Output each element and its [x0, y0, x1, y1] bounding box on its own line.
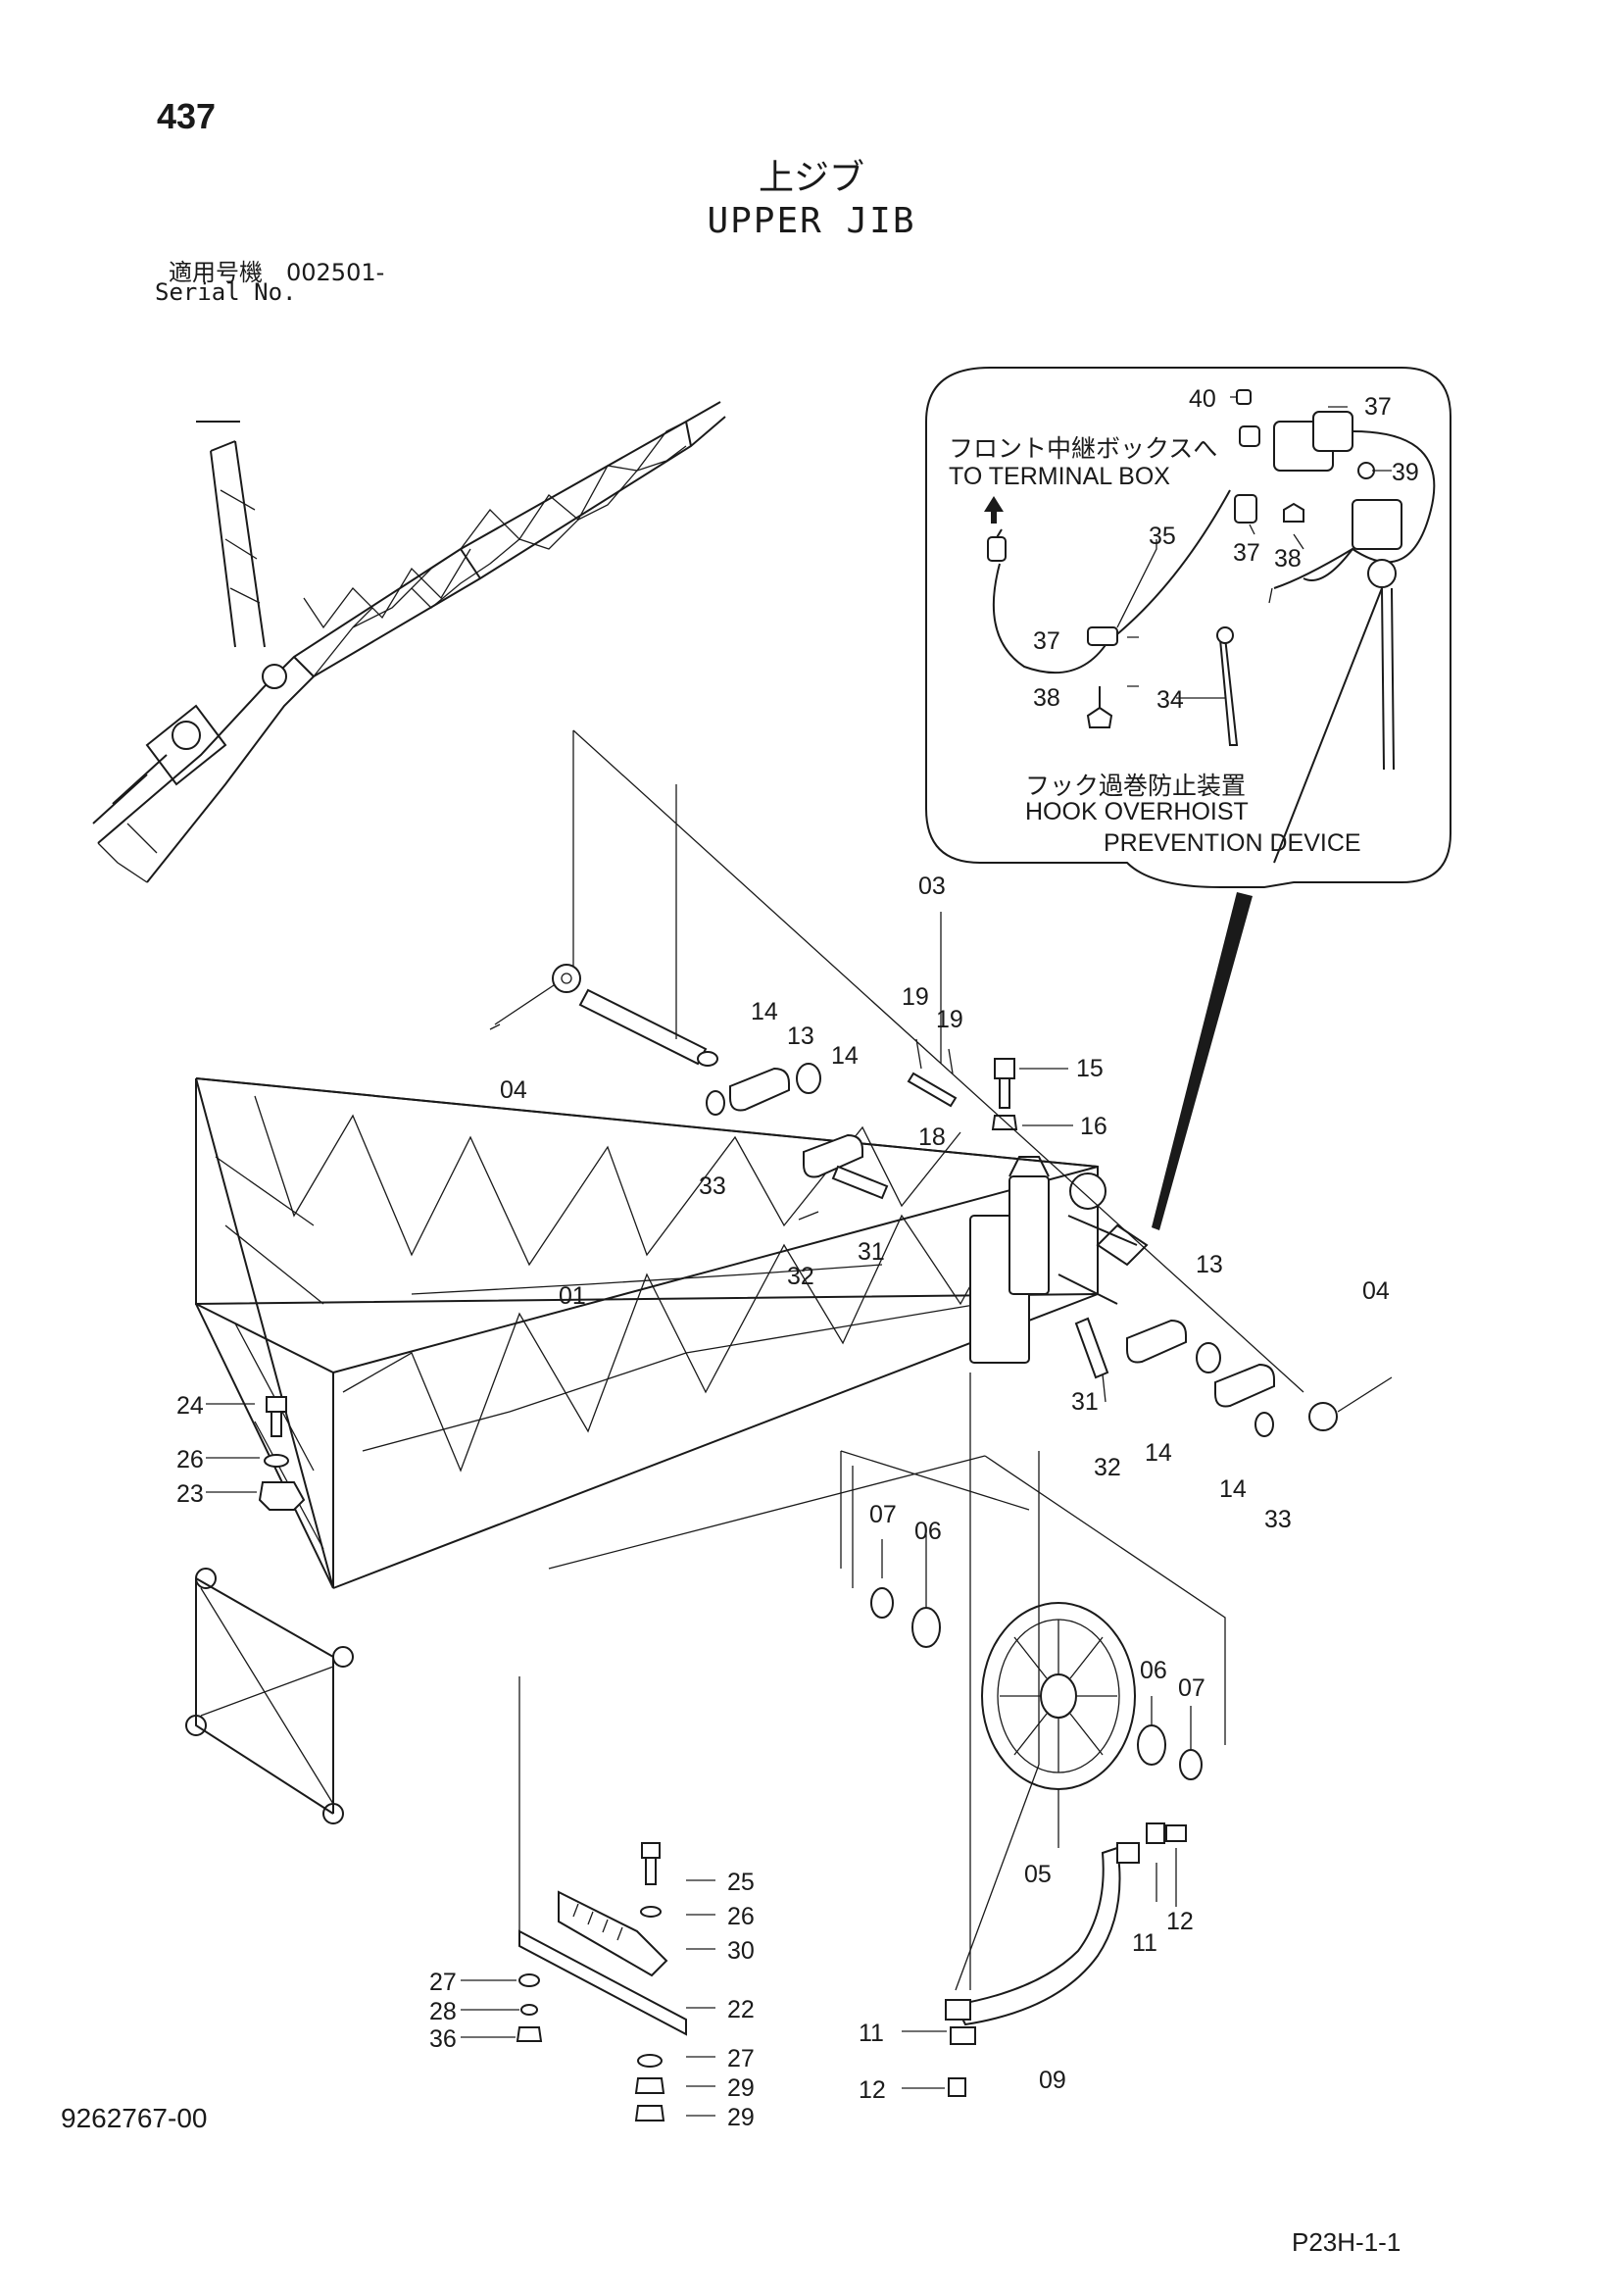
part-label: 34 [1156, 686, 1184, 714]
part-label: 27 [429, 1969, 457, 1996]
part-label: 04 [500, 1076, 527, 1104]
part-label: 23 [176, 1480, 204, 1508]
part-label: 29 [727, 2074, 755, 2102]
part-label: 30 [727, 1937, 755, 1965]
upper-jib-truss [185, 1077, 1149, 1824]
part-label: 14 [831, 1042, 859, 1070]
part-label: 28 [429, 1998, 457, 2025]
hook-device-label-line2: PREVENTION DEVICE [1104, 829, 1361, 857]
part-label: 31 [858, 1238, 885, 1266]
part-number-labels: 03 04 04 01 05 06 06 07 07 09 11 11 12 1… [176, 385, 1419, 2131]
part-label: 38 [1033, 684, 1060, 712]
crane-overview-illustration [92, 401, 726, 883]
page-title-japanese: 上ジブ [758, 158, 864, 198]
part-label: 32 [1094, 1454, 1121, 1481]
part-label: 16 [1080, 1113, 1107, 1140]
part-label: 24 [176, 1392, 204, 1420]
part-label: 14 [1145, 1439, 1172, 1467]
part-label: 31 [1071, 1388, 1099, 1416]
part-label: 37 [1233, 539, 1260, 567]
small-parts [258, 964, 1393, 2121]
page-code: P23H-1-1 [1292, 2227, 1402, 2257]
part-label: 26 [176, 1446, 204, 1473]
part-label: 07 [1178, 1674, 1205, 1702]
part-label: 12 [1166, 1908, 1194, 1935]
part-label: 32 [787, 1263, 814, 1290]
part-label: 12 [859, 2076, 886, 2104]
part-label: 11 [1132, 1929, 1157, 1957]
part-label: 38 [1274, 545, 1302, 573]
page-title: UPPER JIB [707, 201, 916, 241]
up-arrow-icon [984, 496, 1004, 524]
terminal-box-label-japanese: フロント中継ボックスへ [949, 435, 1218, 463]
hook-device-label-japanese: フック過巻防止装置 [1025, 773, 1247, 800]
part-label: 19 [936, 1006, 963, 1033]
part-label: 14 [1219, 1475, 1247, 1503]
part-label: 11 [859, 2020, 884, 2047]
part-label: 40 [1189, 385, 1216, 413]
leader-lines [206, 729, 1304, 2117]
terminal-box-label: TO TERMINAL BOX [949, 463, 1170, 490]
part-label: 29 [727, 2104, 755, 2131]
callout-leader [1152, 892, 1253, 1230]
hook-device-label-line1: HOOK OVERHOIST [1025, 798, 1249, 825]
part-label: 09 [1039, 2067, 1066, 2094]
part-label: 33 [1264, 1506, 1292, 1533]
part-label: 39 [1392, 459, 1419, 486]
part-label: 13 [787, 1023, 814, 1050]
part-label: 05 [1024, 1861, 1052, 1888]
part-label: 33 [699, 1173, 726, 1200]
part-label: 36 [429, 2025, 457, 2053]
part-label: 15 [1076, 1055, 1104, 1082]
part-label: 37 [1364, 393, 1392, 421]
part-label: 06 [1140, 1657, 1167, 1684]
part-label: 04 [1362, 1277, 1390, 1305]
part-label: 37 [1033, 627, 1060, 655]
part-label: 14 [751, 998, 778, 1025]
part-label: 19 [902, 983, 929, 1011]
part-label: 06 [914, 1518, 942, 1545]
page-number: 437 [157, 96, 217, 136]
serial-range-japanese: 適用号機 002501- [169, 259, 385, 286]
part-label: 01 [559, 1282, 586, 1310]
part-label: 13 [1196, 1251, 1223, 1278]
document-number: 9262767-00 [61, 2103, 208, 2133]
part-label: 25 [727, 1869, 755, 1896]
part-label: 27 [727, 2045, 755, 2072]
part-label: 07 [869, 1501, 897, 1528]
serial-label: Serial No. [155, 278, 297, 306]
part-label: 03 [918, 873, 946, 900]
hook-overhoist-inset [925, 367, 1451, 1230]
part-label: 18 [918, 1123, 946, 1151]
part-label: 35 [1149, 523, 1176, 550]
part-label: 22 [727, 1996, 755, 2023]
part-label: 26 [727, 1903, 755, 1930]
